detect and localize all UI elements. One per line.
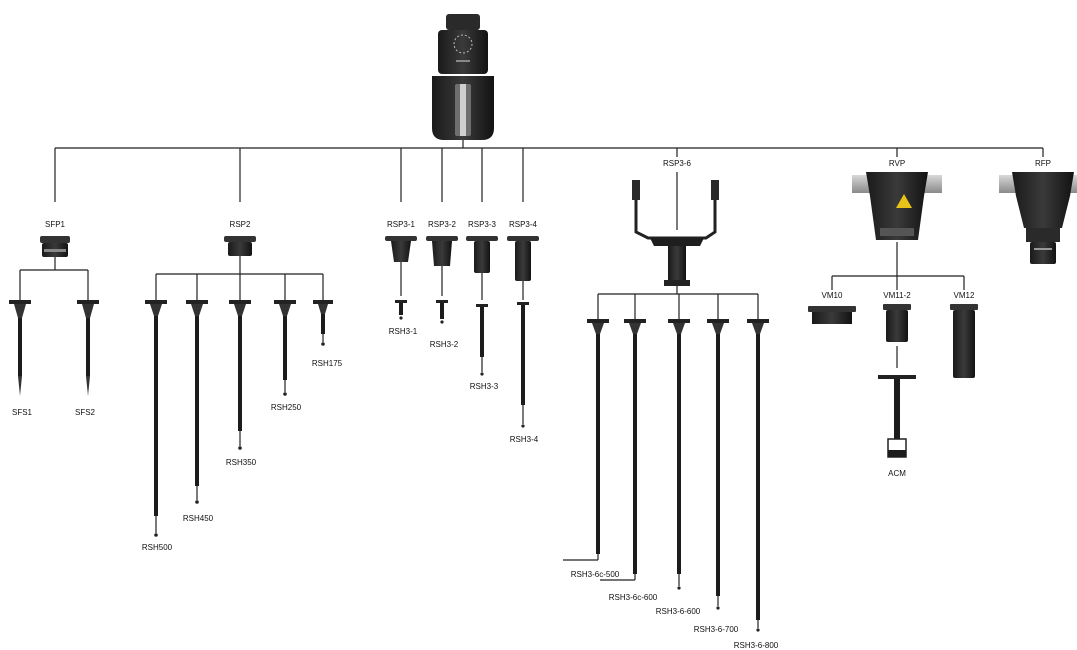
rsh3-6c-600-stylus-icon [600, 319, 646, 581]
rsp3-4-module-icon [507, 236, 539, 281]
rsp3-1-label: RSP3-1 [387, 220, 416, 229]
rsp3-6-branch: RSP3-6 [563, 159, 779, 650]
rsp3-4-label: RSP3-4 [509, 220, 538, 229]
sfs2-label: SFS2 [75, 408, 96, 417]
rsh500-label: RSH500 [142, 543, 173, 552]
rsh250-label: RSH250 [271, 403, 302, 412]
rsp3-3-label: RSP3-3 [468, 220, 497, 229]
rsp3-1-module-icon [385, 236, 417, 262]
rsh3-6c-500-stylus-icon [563, 319, 609, 561]
rfp-module-icon [999, 172, 1077, 264]
rsh350-stylus-icon [229, 300, 251, 450]
rsh3-6-700-label: RSH3-6-700 [694, 625, 739, 634]
rvp-module-icon [852, 172, 942, 240]
rsp3-2-branch: RSP3-2 RSH3-2 [426, 220, 459, 349]
rsh3-3-label: RSH3-3 [470, 382, 499, 391]
vm10-label: VM10 [822, 291, 843, 300]
rsp3-6-crossbar-icon [632, 180, 719, 286]
rsp3-2-module-icon [426, 236, 458, 266]
rsh175-stylus-icon [313, 300, 333, 346]
rsh250-stylus-icon [274, 300, 296, 396]
vm12-label: VM12 [954, 291, 975, 300]
rsh3-4-label: RSH3-4 [510, 435, 539, 444]
rvp-label: RVP [889, 159, 905, 168]
acm-label: ACM [888, 469, 906, 478]
rsh450-label: RSH450 [183, 514, 214, 523]
rfp-label: RFP [1035, 159, 1051, 168]
rsh3-6-800-stylus-icon [747, 319, 769, 632]
rsh3-2-stylus-icon [436, 300, 448, 324]
sfs1-label: SFS1 [12, 408, 33, 417]
rsh3-1-stylus-icon [395, 300, 407, 320]
rsp3-3-module-icon [466, 236, 498, 273]
main-connector-lines [54, 140, 1044, 202]
rsh3-6c-500-label: RSH3-6c-500 [571, 570, 620, 579]
rsh175-label: RSH175 [312, 359, 343, 368]
sfs1-stylus-icon [9, 300, 31, 396]
probe-head-icon [432, 14, 494, 140]
rsh3-6c-600-label: RSH3-6c-600 [609, 593, 658, 602]
rvp-branch: RVP VM10 VM11-2 VM12 [808, 159, 978, 478]
acm-accessory-icon [878, 375, 916, 458]
rfp-branch: RFP [999, 159, 1077, 264]
rsh3-2-label: RSH3-2 [430, 340, 459, 349]
sfp1-branch: SFP1 SFS1 SFS2 [9, 220, 99, 417]
vm12-module-icon [950, 304, 978, 378]
rsh450-stylus-icon [186, 300, 208, 504]
rsh500-stylus-icon [145, 300, 167, 537]
rsp3-1-branch: RSP3-1 RSH3-1 [385, 220, 418, 336]
rsp2-label: RSP2 [230, 220, 251, 229]
vm10-module-icon [808, 306, 856, 324]
rsh3-6-600-stylus-icon [668, 319, 690, 590]
sfp1-module-icon [40, 236, 70, 257]
rsh350-label: RSH350 [226, 458, 257, 467]
rsp3-3-branch: RSP3-3 RSH3-3 [466, 220, 499, 391]
rsh3-6-600-label: RSH3-6-600 [656, 607, 701, 616]
rsp2-branch: RSP2 [142, 220, 343, 552]
vm11-2-module-icon [883, 304, 911, 342]
rsh3-6-800-label: RSH3-6-800 [734, 641, 779, 650]
sfp1-label: SFP1 [45, 220, 66, 229]
rsh3-1-label: RSH3-1 [389, 327, 418, 336]
rsp3-4-branch: RSP3-4 RSH3-4 [507, 220, 539, 444]
rsh3-3-stylus-icon [476, 304, 488, 376]
rsp3-2-label: RSP3-2 [428, 220, 457, 229]
rsh3-6-700-stylus-icon [707, 319, 729, 610]
rsp2-module-icon [224, 236, 256, 256]
sfs2-stylus-icon [77, 300, 99, 396]
vm11-2-label: VM11-2 [883, 291, 911, 300]
rsh3-4-stylus-icon [517, 302, 529, 428]
rsp3-6-label: RSP3-6 [663, 159, 692, 168]
